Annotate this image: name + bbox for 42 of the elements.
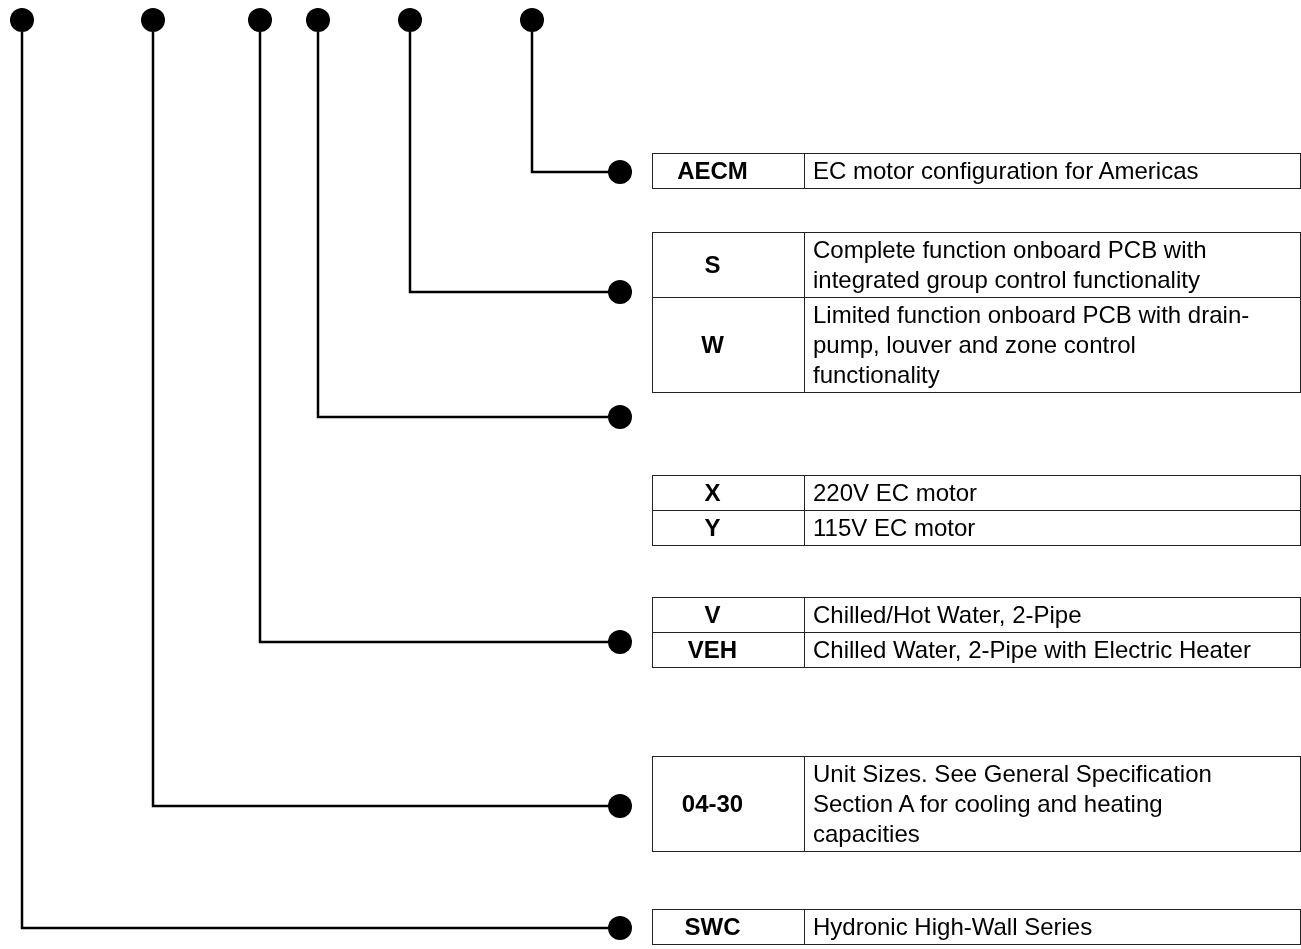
- option-description: Complete function onboard PCB with integrated group control functionality: [804, 232, 1301, 298]
- option-description: 220V EC motor: [804, 475, 1301, 511]
- code-table: [652, 153, 1301, 189]
- option-code: VEH: [652, 632, 805, 668]
- dot-marker: [608, 280, 632, 304]
- dot-marker: [306, 8, 330, 32]
- dot-marker: [398, 8, 422, 32]
- leader-line: [408, 32, 608, 294]
- option-description: 115V EC motor: [804, 510, 1301, 546]
- option-description: Chilled Water, 2-Pipe with Electric Heater: [804, 632, 1301, 668]
- dot-marker: [608, 794, 632, 818]
- option-code: X: [652, 475, 805, 511]
- leader-line: [20, 32, 608, 930]
- dot-marker: [608, 405, 632, 429]
- dot-marker: [248, 8, 272, 32]
- code-table: [652, 475, 1301, 546]
- dot-marker: [608, 630, 632, 654]
- option-description: EC motor configuration for Americas: [804, 153, 1301, 189]
- dot-marker: [608, 916, 632, 940]
- option-code: W: [652, 297, 805, 393]
- leader-line: [258, 32, 608, 644]
- code-table: [652, 909, 1301, 945]
- option-description: Unit Sizes. See General Specification Section A for cooling and heating capacities: [804, 756, 1301, 852]
- leader-line: [151, 32, 608, 808]
- dot-marker: [141, 8, 165, 32]
- option-code: AECM: [652, 153, 805, 189]
- option-code: 04-30: [652, 756, 805, 852]
- option-code: Y: [652, 510, 805, 546]
- code-table: [652, 597, 1301, 668]
- dot-marker: [10, 8, 34, 32]
- option-code: V: [652, 597, 805, 633]
- option-code: SWC: [652, 909, 805, 945]
- dot-marker: [520, 8, 544, 32]
- leader-line: [316, 32, 608, 419]
- code-table: [652, 232, 1301, 393]
- option-code: S: [652, 232, 805, 298]
- option-description: Limited function onboard PCB with drain-pump, louver and zone control functionality: [804, 297, 1301, 393]
- leader-line: [530, 32, 608, 174]
- option-description: Hydronic High-Wall Series: [804, 909, 1301, 945]
- code-table: [652, 756, 1301, 852]
- option-description: Chilled/Hot Water, 2-Pipe: [804, 597, 1301, 633]
- dot-marker: [608, 160, 632, 184]
